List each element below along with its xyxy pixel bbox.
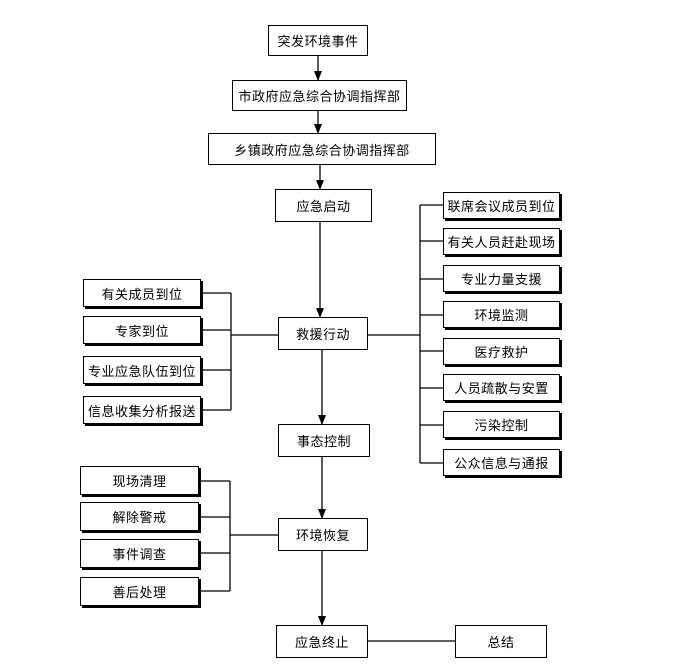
rescue-left-item: 专家到位 <box>83 316 201 344</box>
rescue-left-item: 有关成员到位 <box>83 279 201 307</box>
node-summary: 总结 <box>455 625 547 658</box>
rescue-left-item: 信息收集分析报送 <box>83 396 201 424</box>
rescue-right-item: 专业力量支援 <box>443 265 560 292</box>
rescue-right-item: 联席会议成员到位 <box>443 192 560 219</box>
rescue-right-item: 有关人员赶赴现场 <box>443 228 560 255</box>
node-rescue: 救援行动 <box>278 317 368 350</box>
recovery-item: 解除警戒 <box>80 502 199 531</box>
node-recovery: 环境恢复 <box>278 518 368 551</box>
node-end: 应急终止 <box>276 625 368 658</box>
recovery-item: 事件调查 <box>80 539 199 568</box>
node-city-hq: 市政府应急综合协调指挥部 <box>232 80 407 111</box>
node-start: 应急启动 <box>275 189 372 222</box>
node-control: 事态控制 <box>278 424 370 457</box>
rescue-right-item: 医疗救护 <box>443 338 560 365</box>
rescue-left-item: 专业应急队伍到位 <box>83 356 201 384</box>
rescue-right-item: 公众信息与通报 <box>443 449 560 476</box>
recovery-item: 现场清理 <box>80 466 199 495</box>
rescue-right-item: 环境监测 <box>443 301 560 328</box>
rescue-right-item: 人员疏散与安置 <box>443 374 560 401</box>
node-town-hq: 乡镇政府应急综合协调指挥部 <box>208 133 436 165</box>
recovery-item: 善后处理 <box>80 577 199 606</box>
rescue-right-item: 污染控制 <box>443 411 560 438</box>
node-event: 突发环境事件 <box>268 25 368 56</box>
